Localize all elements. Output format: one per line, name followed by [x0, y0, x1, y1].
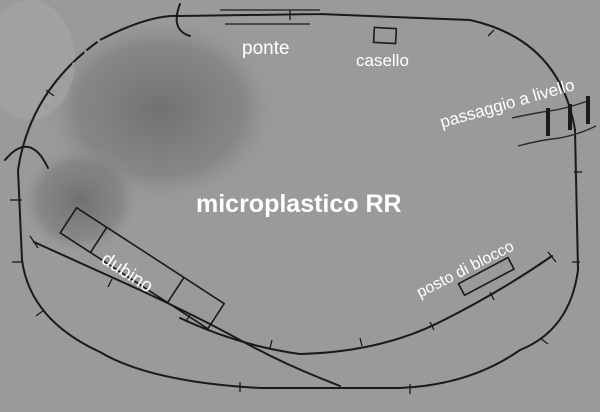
shadow-blob-left: [20, 145, 140, 255]
label-casello: casello: [356, 51, 409, 70]
casello-building: [372, 26, 398, 45]
main-loop-track: [16, 13, 580, 389]
turnout-arc-left: [4, 145, 49, 169]
track-ties: [10, 10, 582, 394]
level-crossing: [511, 96, 597, 147]
turnout-arc-top: [175, 3, 191, 37]
light-area-corner: [0, 0, 75, 120]
diagram-title: microplastico RR: [196, 190, 402, 218]
siding-track: [179, 255, 553, 356]
label-ponte: ponte: [242, 38, 290, 59]
posto-di-blocco-building: [457, 256, 516, 297]
bridge-ponte: [220, 9, 320, 25]
dubino-station-building: [59, 206, 226, 330]
